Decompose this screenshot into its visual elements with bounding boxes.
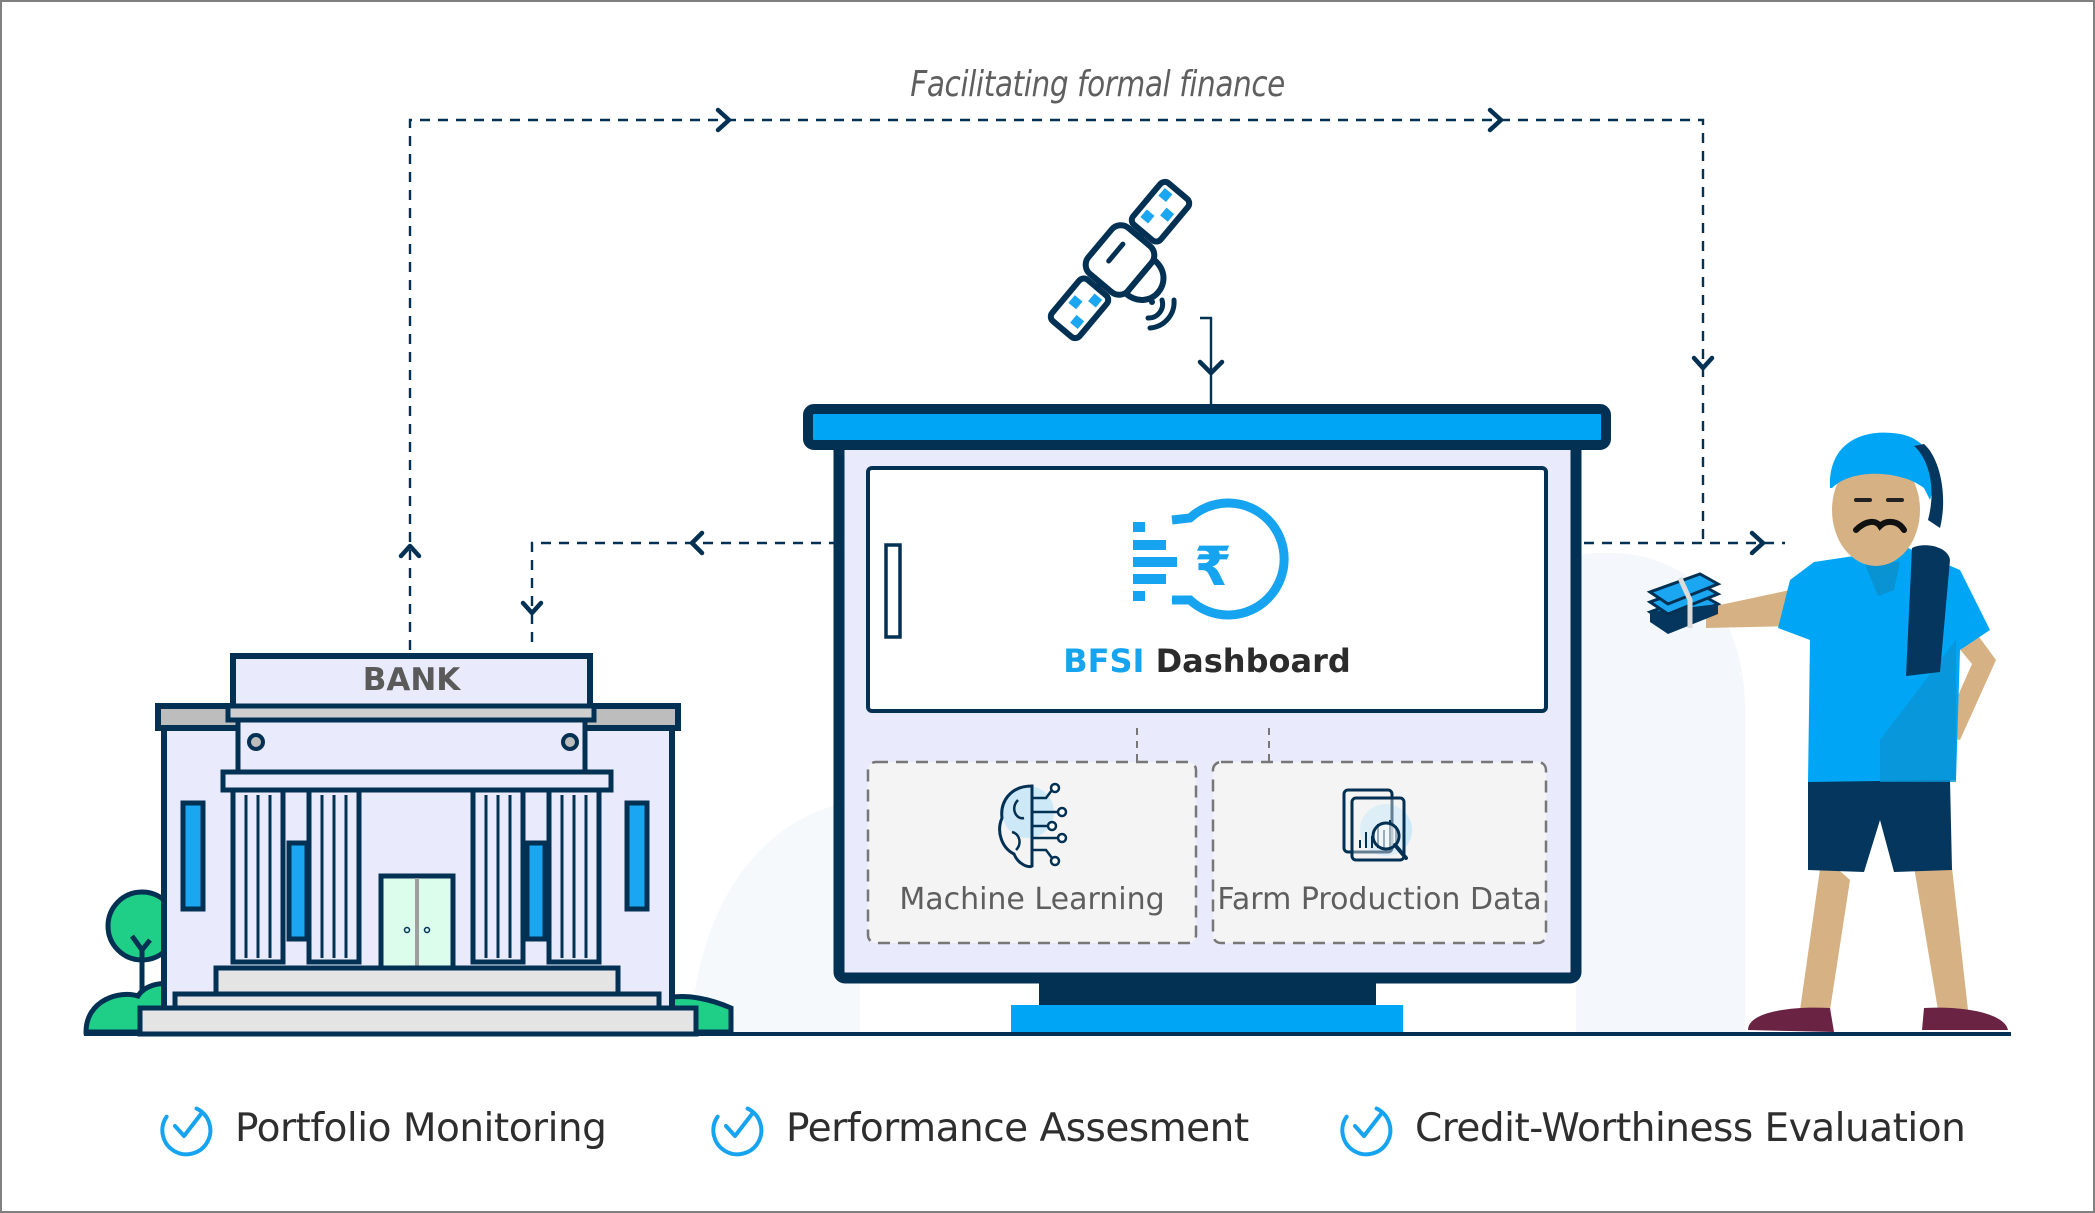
card-farm-production-data-label: Farm Production Data	[1217, 882, 1542, 917]
flow-title: Facilitating formal finance	[910, 64, 1285, 105]
svg-text:₹: ₹	[1194, 535, 1232, 598]
dashboard-title-highlight: BFSI	[1063, 642, 1145, 680]
flow-connector-top	[398, 107, 1715, 650]
benefits-list: Portfolio Monitoring Performance Assesme…	[0, 1098, 2095, 1158]
bank-label: BANK	[362, 662, 461, 698]
arrow-up-icon	[398, 543, 422, 559]
arrow-right-icon	[1749, 530, 1766, 556]
cash-bundle-icon	[1646, 572, 1722, 634]
arrow-down-icon	[1691, 355, 1715, 371]
flow-connector-dashboard-to-farmer	[1584, 530, 1785, 556]
benefit-performance-assessment: Performance Assesment	[786, 1098, 1249, 1158]
arrow-down-icon	[520, 600, 544, 616]
dashboard-title-rest: Dashboard	[1144, 642, 1351, 680]
arrow-left-icon	[689, 530, 705, 556]
flow-connector-dashboard-to-bank	[520, 530, 839, 650]
check-circle-icon	[1340, 1106, 1393, 1157]
satellite-icon	[1047, 178, 1193, 342]
brain-circuit-icon	[998, 782, 1068, 868]
dashboard-title: BFSI Dashboard	[868, 642, 1546, 680]
benefit-portfolio-monitoring: Portfolio Monitoring	[235, 1098, 607, 1158]
signal-waves-icon	[1145, 297, 1177, 331]
arrow-down-icon	[1197, 359, 1225, 376]
check-circle-icon	[711, 1106, 764, 1157]
benefit-label: Performance Assesment	[786, 1105, 1249, 1151]
check-circle-icon	[160, 1106, 213, 1157]
card-machine-learning-label: Machine Learning	[899, 882, 1165, 917]
arrow-right-icon	[715, 107, 732, 133]
benefit-credit-worthiness: Credit-Worthiness Evaluation	[1415, 1098, 1966, 1158]
bank-building	[83, 653, 734, 1037]
background-blobs	[690, 552, 1745, 1033]
dashboard-monitor: ₹	[803, 404, 1611, 1035]
benefit-label: Credit-Worthiness Evaluation	[1415, 1105, 1966, 1151]
rupee-circle-icon: ₹	[1133, 498, 1289, 620]
arrow-right-icon	[1487, 107, 1504, 133]
data-analytics-icon	[1342, 788, 1412, 862]
benefit-label: Portfolio Monitoring	[235, 1105, 607, 1151]
flow-connector-satellite	[1197, 316, 1225, 409]
farmer-figure	[1646, 432, 2008, 1032]
